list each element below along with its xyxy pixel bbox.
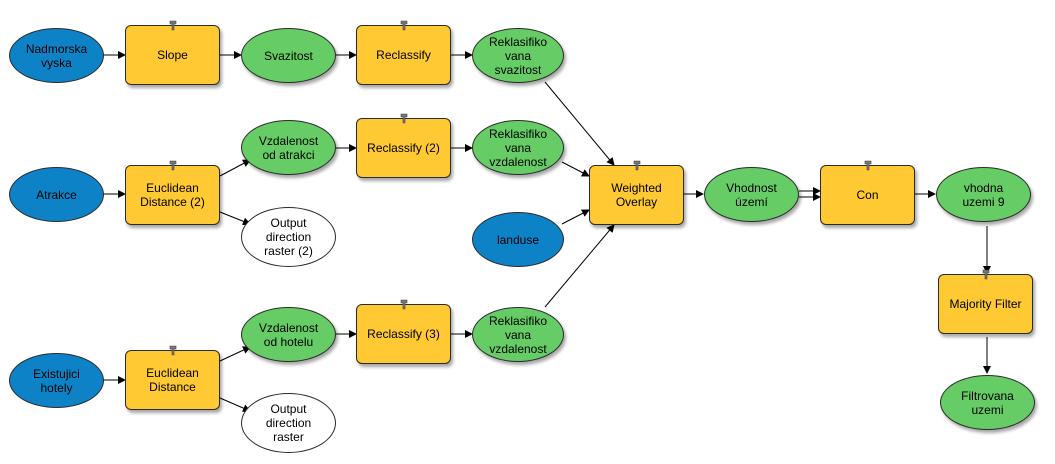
edge-euclid2-outdir2 xyxy=(219,211,251,226)
node-label: Reklasifiko vana svazitost xyxy=(488,34,548,77)
tool-label: Con xyxy=(856,188,879,202)
node-label: Reklasifiko vana vzdalenost xyxy=(488,126,548,169)
tool-label: Majority Filter xyxy=(949,297,1022,311)
edge-landuse-weighted xyxy=(561,209,590,225)
tool-reclassify[interactable]: Reclassify xyxy=(356,20,451,85)
node-atrakce[interactable]: Atrakce xyxy=(9,167,104,222)
tool-reclassify-2[interactable]: Reclassify (2) xyxy=(356,113,451,178)
edge-reklasvzd2-weighted xyxy=(544,224,615,308)
tool-reclassify-3[interactable]: Reclassify (3) xyxy=(356,299,451,364)
tool-weighted-overlay[interactable]: Weighted Overlay xyxy=(589,160,684,225)
tool-label: Euclidean Distance xyxy=(146,366,199,394)
node-label: Existujici hotely xyxy=(33,366,80,395)
hammer-icon xyxy=(169,345,176,356)
tool-slope[interactable]: Slope xyxy=(125,20,220,85)
tool-label: Slope xyxy=(157,48,188,62)
edge-reklas-weighted xyxy=(544,81,615,166)
tool-euclidean-distance-2[interactable]: Euclidean Distance (2) xyxy=(125,160,220,225)
node-landuse[interactable]: landuse xyxy=(472,212,564,267)
node-label: Output direction raster xyxy=(265,402,312,444)
node-vzdalenost-od-hotelu[interactable]: Vzdalenost od hotelu xyxy=(241,307,336,362)
node-label: Vzdalenost od hotelu xyxy=(258,320,319,349)
hammer-icon xyxy=(169,160,176,171)
tool-label: Reclassify (2) xyxy=(367,141,440,155)
node-label: Reklasifiko vana vzdalenost xyxy=(488,313,548,356)
node-label: Nadmorska vyska xyxy=(25,41,88,70)
edge-euclid2-vzdatrakci xyxy=(219,159,251,177)
node-vhodna-uzemi-9[interactable]: vhodna uzemi 9 xyxy=(936,167,1031,222)
node-nadmorska-vyska[interactable]: Nadmorska vyska xyxy=(9,28,104,83)
node-existujici-hotely[interactable]: Existujici hotely xyxy=(9,353,104,408)
hammer-icon xyxy=(400,113,407,124)
node-vhodnost-uzemi[interactable]: Vhodnost území xyxy=(704,167,799,222)
node-reklasifikovana-svazitost[interactable]: Reklasifiko vana svazitost xyxy=(472,28,564,83)
tool-label: Euclidean Distance (2) xyxy=(140,181,205,209)
node-label: Output direction raster (2) xyxy=(264,216,313,258)
node-reklasifikovana-vzdalenost-2[interactable]: Reklasifiko vana vzdalenost xyxy=(472,307,564,362)
node-filtrovana-uzemi[interactable]: Filtrovana uzemi xyxy=(940,375,1035,430)
tool-label: Weighted Overlay xyxy=(611,181,662,209)
hammer-icon xyxy=(400,20,407,31)
tool-label: Reclassify (3) xyxy=(367,327,440,341)
hammer-icon xyxy=(982,269,989,280)
node-label: landuse xyxy=(496,232,540,247)
edge-euclid-vzdhotelu xyxy=(219,346,251,362)
tool-con[interactable]: Con xyxy=(820,160,915,225)
tool-majority-filter[interactable]: Majority Filter xyxy=(938,269,1033,334)
node-label: Svazitost xyxy=(264,48,313,63)
hammer-icon xyxy=(400,299,407,310)
node-label: Vzdalenost od atrakci xyxy=(258,133,319,162)
node-reklasifikovana-vzdalenost-1[interactable]: Reklasifiko vana vzdalenost xyxy=(472,120,564,175)
node-output-direction-raster-2[interactable]: Output direction raster (2) xyxy=(241,207,336,267)
tool-euclidean-distance[interactable]: Euclidean Distance xyxy=(125,345,220,410)
node-label: Vhodnost území xyxy=(726,180,777,209)
hammer-icon xyxy=(633,160,640,171)
node-vzdalenost-od-atrakci[interactable]: Vzdalenost od atrakci xyxy=(241,120,336,175)
node-output-direction-raster[interactable]: Output direction raster xyxy=(241,393,336,453)
hammer-icon xyxy=(169,20,176,31)
tool-label: Reclassify xyxy=(376,48,431,62)
node-label: Filtrovana uzemi xyxy=(961,388,1014,417)
edge-reklasvzd1-weighted xyxy=(561,161,590,177)
node-label: Atrakce xyxy=(36,187,77,202)
node-label: vhodna uzemi 9 xyxy=(962,180,1005,209)
hammer-icon xyxy=(864,160,871,171)
node-svazitost[interactable]: Svazitost xyxy=(241,28,336,83)
